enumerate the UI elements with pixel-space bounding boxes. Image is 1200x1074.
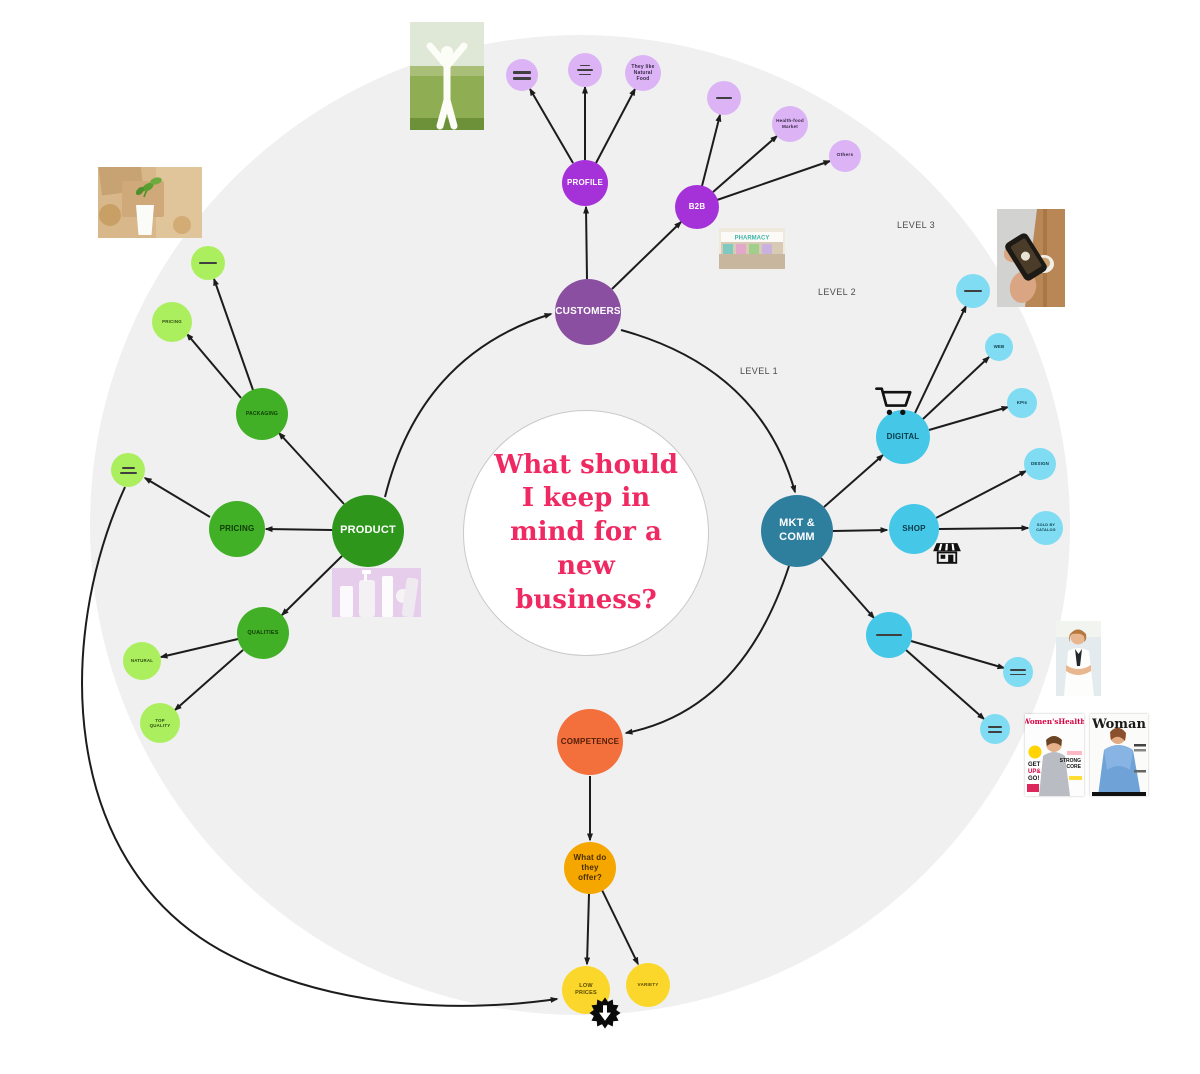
node-health-food-market[interactable]: Health-food Market	[772, 106, 808, 142]
node-qualities[interactable]: QUALITIES	[237, 607, 289, 659]
svg-text:GO!: GO!	[1028, 776, 1039, 782]
shopping-cart-icon	[874, 386, 918, 423]
magazine-headline-2: STRONG	[1060, 758, 1082, 764]
node-shop[interactable]: SHOP	[889, 504, 939, 554]
node-design[interactable]: DESIGN	[1024, 448, 1056, 480]
photo-magazine-woman[interactable]: Woman	[1090, 714, 1148, 796]
node-natural[interactable]: NATURAL	[123, 642, 161, 680]
node-kpis[interactable]: KPIs	[1007, 388, 1037, 418]
node-b2b-child-1[interactable]	[707, 81, 741, 115]
node-customers[interactable]: CUSTOMERS	[555, 279, 621, 345]
node-press-child-2[interactable]	[980, 714, 1010, 744]
placeholder-text-lines	[1005, 669, 1031, 675]
placeholder-text-lines	[982, 725, 1008, 733]
node-top-quality[interactable]: TOP QUALITY	[140, 703, 180, 743]
node-press-child-1[interactable]	[1003, 657, 1033, 687]
level-1-label[interactable]: LEVEL 1	[740, 366, 778, 376]
magazine-title: Woman	[1091, 717, 1146, 732]
placeholder-text-lines	[868, 633, 910, 637]
node-digital[interactable]: DIGITAL	[876, 410, 930, 464]
edges-group	[81, 85, 1030, 1007]
node-competence[interactable]: COMPETENCE	[557, 709, 623, 775]
photo-pharmacist-woman[interactable]	[1056, 621, 1101, 696]
node-profile-child-2[interactable]	[568, 53, 602, 87]
node-pricing[interactable]: PRICING	[209, 501, 265, 557]
storefront-icon	[933, 542, 961, 569]
node-pricing-child-1[interactable]	[111, 453, 145, 487]
node-mkt-comm[interactable]: MKT & COMM	[761, 495, 833, 567]
node-mkt-child-3[interactable]	[866, 612, 912, 658]
node-packaging-child-1[interactable]	[191, 246, 225, 280]
svg-text:UP&: UP&	[1028, 769, 1041, 775]
photo-magazine-womens-health[interactable]: Women'sHealth GET UP& GO! STRONG CORE	[1025, 714, 1084, 796]
photo-pharmacy-storefront[interactable]: PHARMACY	[719, 228, 785, 269]
node-product[interactable]: PRODUCT	[332, 495, 404, 567]
photo-cosmetic-bottles[interactable]	[332, 568, 421, 617]
placeholder-text-lines	[193, 261, 223, 265]
magazine-title: Women'sHealth	[1025, 717, 1084, 726]
node-sold-by-catalog[interactable]: SOLD BY CATALOG	[1029, 511, 1063, 545]
node-others[interactable]: Others	[829, 140, 861, 172]
node-they-like-natural-food[interactable]: They like Natural Food	[625, 55, 661, 91]
placeholder-text-lines	[958, 290, 988, 292]
central-question: What should I keep in mind for a new bus…	[494, 449, 678, 615]
placeholder-text-lines	[709, 97, 739, 99]
placeholder-text-lines	[508, 70, 536, 80]
node-digital-child-1[interactable]	[956, 274, 990, 308]
node-profile[interactable]: PROFILE	[562, 160, 608, 206]
node-web[interactable]: WEB	[985, 333, 1013, 361]
level-2-label[interactable]: LEVEL 2	[818, 287, 856, 297]
pharmacy-sign-text: PHARMACY	[735, 236, 770, 242]
magazine-headline-1: GET	[1028, 762, 1041, 768]
node-variety[interactable]: VARIETY	[626, 963, 670, 1007]
photo-woman-in-field[interactable]	[410, 22, 484, 130]
price-drop-badge-icon	[588, 996, 622, 1035]
node-pricing-small[interactable]: PRICING	[152, 302, 192, 342]
central-topic[interactable]: What should I keep in mind for a new bus…	[463, 410, 709, 656]
node-what-do-they-offer[interactable]: What do they offer?	[564, 842, 616, 894]
placeholder-text-lines	[113, 466, 143, 474]
svg-text:CORE: CORE	[1067, 764, 1082, 770]
level-3-label[interactable]: LEVEL 3	[897, 220, 935, 230]
node-packaging[interactable]: PACKAGING	[236, 388, 288, 440]
node-b2b[interactable]: B2B	[675, 185, 719, 229]
placeholder-text-lines	[570, 64, 600, 76]
node-profile-child-1[interactable]	[506, 59, 538, 91]
photo-eco-packaging[interactable]	[98, 167, 202, 238]
photo-phone-coffee[interactable]	[997, 209, 1065, 307]
